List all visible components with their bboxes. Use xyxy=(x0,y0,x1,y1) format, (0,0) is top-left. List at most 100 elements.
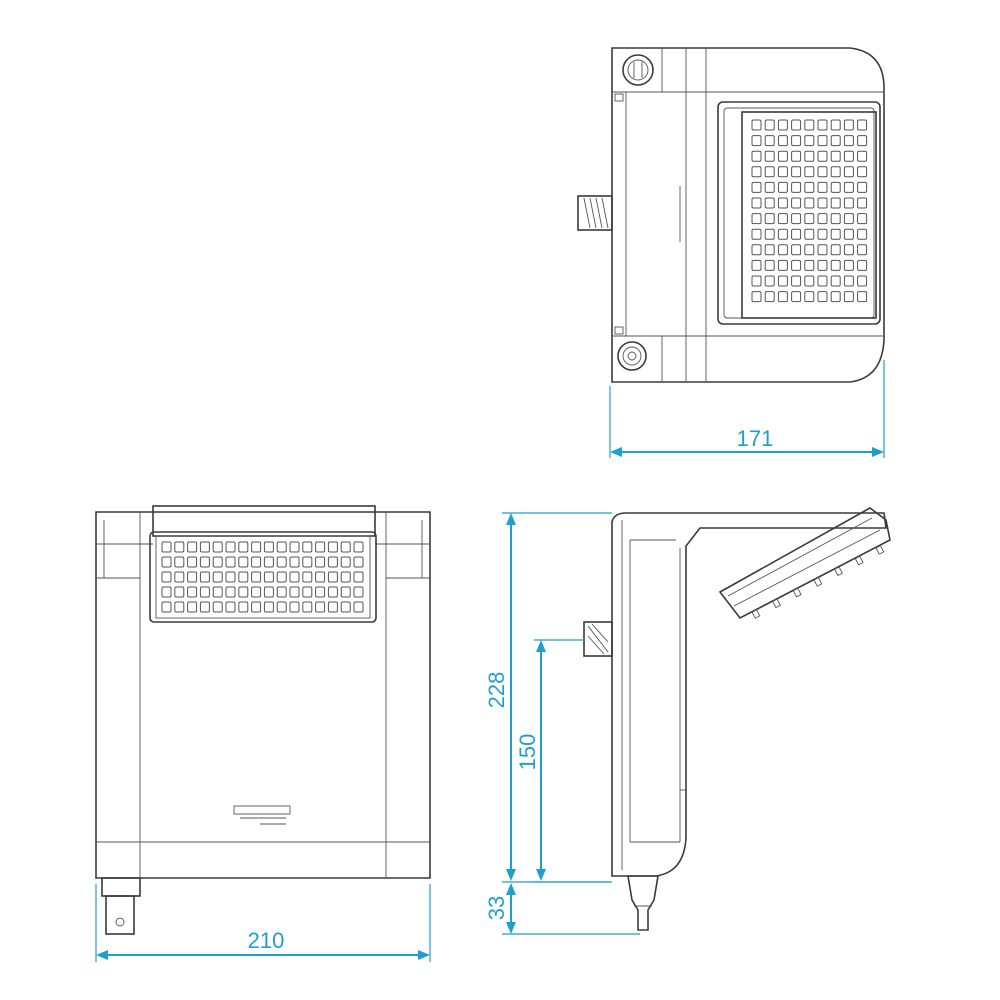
tray-cell xyxy=(251,541,262,553)
tray-cell xyxy=(187,586,198,598)
tray-cell xyxy=(751,181,762,193)
tray-tooth xyxy=(772,598,781,609)
tray-cell xyxy=(857,119,868,131)
tray-cell xyxy=(830,213,841,225)
tray-cell xyxy=(764,213,775,225)
tray-cell xyxy=(225,541,236,553)
tray-cell xyxy=(843,275,854,287)
tray-cell xyxy=(764,135,775,147)
tray-cell xyxy=(817,244,828,256)
tray-cell xyxy=(251,601,262,613)
tray-cell xyxy=(777,166,788,178)
dimension-top-width: 171 xyxy=(609,360,885,458)
tray-cell xyxy=(199,556,210,568)
tray-cell xyxy=(817,150,828,162)
tray-cell xyxy=(777,291,788,303)
dimension-side-228: 228 xyxy=(484,512,612,883)
tray-cell xyxy=(161,571,172,583)
tray-cell xyxy=(791,213,802,225)
tray-cell xyxy=(212,541,223,553)
tray-cell xyxy=(212,586,223,598)
tray-cell xyxy=(830,228,841,240)
tray-cell xyxy=(340,556,351,568)
tray-cell xyxy=(161,541,172,553)
tray-cell xyxy=(817,135,828,147)
tray-cell xyxy=(817,291,828,303)
tray-cell xyxy=(804,275,815,287)
tray-cell xyxy=(751,213,762,225)
tray-cell xyxy=(353,601,364,613)
hose-fitting-top xyxy=(577,195,613,231)
tray-cell xyxy=(187,556,198,568)
tray-cell xyxy=(764,259,775,271)
drain-nozzle-side xyxy=(627,875,659,931)
tray-cell xyxy=(830,166,841,178)
tray-cell xyxy=(751,119,762,131)
tray-cell xyxy=(327,556,338,568)
tray-cell xyxy=(857,197,868,209)
tray-cell xyxy=(857,166,868,178)
tray-cell xyxy=(199,571,210,583)
tray-cell xyxy=(315,541,326,553)
tray-cell xyxy=(791,166,802,178)
tray-tooth xyxy=(792,587,802,598)
tray-cell xyxy=(225,601,236,613)
tray-cell xyxy=(843,135,854,147)
tray-cell xyxy=(843,197,854,209)
tray-cell xyxy=(212,601,223,613)
tray-cell xyxy=(289,541,300,553)
tray-cell xyxy=(843,119,854,131)
side-view xyxy=(583,507,891,931)
tray-cell xyxy=(764,166,775,178)
tray-cell xyxy=(764,244,775,256)
tray-cell xyxy=(830,259,841,271)
tray-cell xyxy=(276,556,287,568)
tray-cell xyxy=(340,586,351,598)
tray-cell xyxy=(302,586,313,598)
tray-cell xyxy=(777,259,788,271)
tray-cell xyxy=(751,135,762,147)
tray-cell xyxy=(817,166,828,178)
tray-cell xyxy=(353,541,364,553)
tray-cell xyxy=(791,197,802,209)
tray-cell xyxy=(238,571,249,583)
tray-cell xyxy=(174,586,185,598)
tray-cell xyxy=(174,601,185,613)
tray-cell xyxy=(764,197,775,209)
tray-cell xyxy=(174,556,185,568)
tray-cell xyxy=(804,244,815,256)
dimension-label-33: 33 xyxy=(484,896,509,920)
tray-cell xyxy=(857,150,868,162)
lower-knob xyxy=(617,341,647,371)
tray-cell xyxy=(315,556,326,568)
tray-cell xyxy=(804,291,815,303)
tray-cell xyxy=(830,135,841,147)
tray-cell xyxy=(804,259,815,271)
tray-cell xyxy=(764,150,775,162)
dimension-label-150: 150 xyxy=(515,734,540,771)
tray-cell xyxy=(315,601,326,613)
tray-cell xyxy=(843,291,854,303)
tray-cell xyxy=(857,228,868,240)
tray-cell xyxy=(187,571,198,583)
tray-cell xyxy=(302,556,313,568)
tray-cell xyxy=(817,228,828,240)
tray-cell xyxy=(804,150,815,162)
tray-cell xyxy=(804,181,815,193)
tray-cell xyxy=(857,135,868,147)
tray-cell xyxy=(751,166,762,178)
tray-cell xyxy=(353,556,364,568)
tray-cell xyxy=(238,556,249,568)
tray-cell xyxy=(843,228,854,240)
tray-cell xyxy=(777,181,788,193)
tray-cell xyxy=(857,181,868,193)
tray-cell xyxy=(289,601,300,613)
tray-cell xyxy=(804,135,815,147)
top-view xyxy=(577,47,885,383)
dimension-side-150: 150 xyxy=(515,639,610,883)
upper-knob xyxy=(622,54,654,86)
tray-cell xyxy=(276,601,287,613)
tray-cell xyxy=(777,228,788,240)
tray-tooth xyxy=(854,555,864,566)
tray-cell xyxy=(161,601,172,613)
